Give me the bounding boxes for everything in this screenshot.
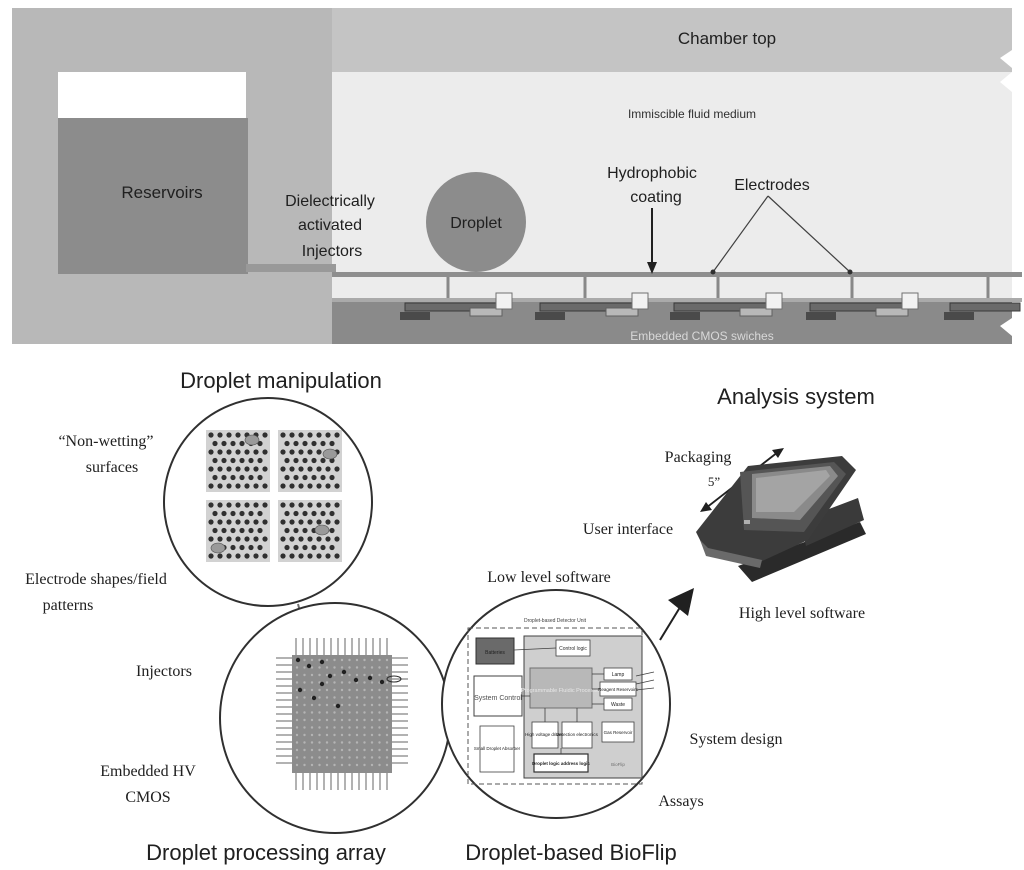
- surface-tile: [278, 430, 342, 492]
- handheld-analysis-device: [696, 456, 866, 582]
- hydrophobic-label-line2: coating: [630, 189, 682, 206]
- cmos-label: Embedded CMOS swiches: [630, 329, 773, 343]
- surface-tile: [206, 430, 270, 492]
- system-diagram: Droplet manipulation “Non-wetting” surfa…: [25, 368, 875, 865]
- injectors-label-line1: Dielectrically: [285, 193, 375, 210]
- electrodes-leader-right: [767, 195, 851, 273]
- fluid-medium-region: [332, 72, 1012, 298]
- processing-array-chip: [276, 638, 408, 790]
- non-wetting-label-line2: surfaces: [86, 459, 138, 476]
- hydrophobic-arrow-head: [647, 262, 657, 274]
- electrode-shapes-label-line2: patterns: [43, 597, 94, 614]
- non-wetting-label-line1: “Non-wetting”: [58, 433, 153, 450]
- surface-tile: [278, 500, 342, 562]
- hydrophobic-coating-layer: [332, 272, 1022, 277]
- batteries-label: Batteries: [485, 650, 505, 656]
- lamp-label: Lamp: [612, 672, 625, 678]
- device-stand-base: [738, 522, 866, 582]
- embedded-hv-label-line1: Embedded HV: [100, 763, 196, 780]
- droplet-label: Droplet: [450, 215, 502, 232]
- packaging-label: Packaging: [665, 449, 732, 466]
- bioflip-to-analysis-arrow-head: [668, 588, 694, 616]
- detector-unit-header: Droplet-based Detector Unit: [524, 618, 587, 624]
- user-interface-label: User interface: [583, 521, 673, 538]
- size-label: 5”: [708, 474, 721, 489]
- small-droplet-absorber-label: Small Droplet Absorber: [474, 746, 521, 751]
- reservoir-top: [58, 72, 246, 120]
- chamber-top-label: Chamber top: [678, 29, 776, 48]
- chamber-top-band: [332, 8, 1012, 72]
- dimension-arrow-head-start: [700, 502, 712, 512]
- bioflip-block-diagram: Droplet-based Detector Unit Batteries Co…: [467, 618, 655, 785]
- high-voltage-drivers-label: High voltage drivers: [525, 732, 566, 737]
- droplet-manipulation-title: Droplet manipulation: [180, 368, 382, 393]
- electrodes-leader-left: [712, 195, 769, 273]
- system-control-label: System Control: [474, 695, 522, 702]
- batteries-block: [475, 637, 515, 665]
- system-design-label: System design: [690, 731, 783, 748]
- immiscible-fluid-label: Immiscible fluid medium: [628, 107, 756, 121]
- device-stand: [800, 498, 864, 546]
- embedded-hv-label-line2: CMOS: [125, 789, 170, 806]
- detection-electronics-block: [561, 721, 593, 749]
- programmable-processor-label: Programmable Fluidic Processor: [521, 688, 601, 694]
- droplet-logic-label: Droplet logic address logic: [532, 761, 590, 766]
- injectors-label-line2: activated: [298, 217, 362, 234]
- reservoir-body: [58, 118, 248, 274]
- droplet-circle: [426, 172, 526, 272]
- high-voltage-drivers-block: [531, 721, 559, 749]
- injector-channel: [246, 264, 336, 272]
- non-wetting-surface-tiles: [206, 430, 342, 562]
- injectors-bottom-label: Injectors: [136, 663, 192, 680]
- electrode-shapes-label-line1: Electrode shapes/field: [25, 571, 167, 588]
- programmable-processor-block: [529, 667, 593, 709]
- bioflip-tag: BioFlip: [611, 762, 625, 767]
- reservoirs-label: Reservoirs: [121, 183, 202, 202]
- electrode-array: [332, 277, 1022, 320]
- electrodes-label: Electrodes: [734, 177, 810, 194]
- gas-reservoir-block: [601, 721, 635, 743]
- dimension-arrow-head-end: [772, 448, 784, 458]
- detection-electronics-label: Detection electronics: [556, 732, 599, 737]
- device-screen-highlight: [756, 470, 830, 512]
- assays-label: Assays: [658, 793, 703, 810]
- low-level-software-label: Low level software: [487, 569, 611, 586]
- injectors-label-line3: Injectors: [302, 243, 362, 260]
- analysis-system-title: Analysis system: [717, 384, 875, 409]
- gas-reservoir-label: Gas Reservoir: [604, 730, 633, 735]
- droplet-processing-array-title: Droplet processing array: [146, 840, 386, 865]
- hydrophobic-label-line1: Hydrophobic: [607, 165, 697, 182]
- small-droplet-absorber-block: [479, 725, 515, 773]
- high-level-software-label: High level software: [739, 605, 865, 622]
- droplet-bioflip-title: Droplet-based BioFlip: [465, 840, 677, 865]
- electrode-marker-right: [847, 269, 853, 275]
- control-logic-label: Control logic: [559, 646, 587, 652]
- reagent-reservoirs-label: Reagent Reservoirs: [598, 687, 639, 692]
- cross-section-diagram: Reservoirs Chamber top Immiscible fluid …: [12, 8, 1022, 344]
- electrode-marker-left: [710, 269, 716, 275]
- surface-tile: [206, 500, 270, 562]
- bioflip-to-analysis-arrow: [659, 603, 683, 641]
- device-edge: [700, 540, 762, 568]
- waste-label: Waste: [611, 702, 625, 708]
- device-button: [744, 520, 750, 524]
